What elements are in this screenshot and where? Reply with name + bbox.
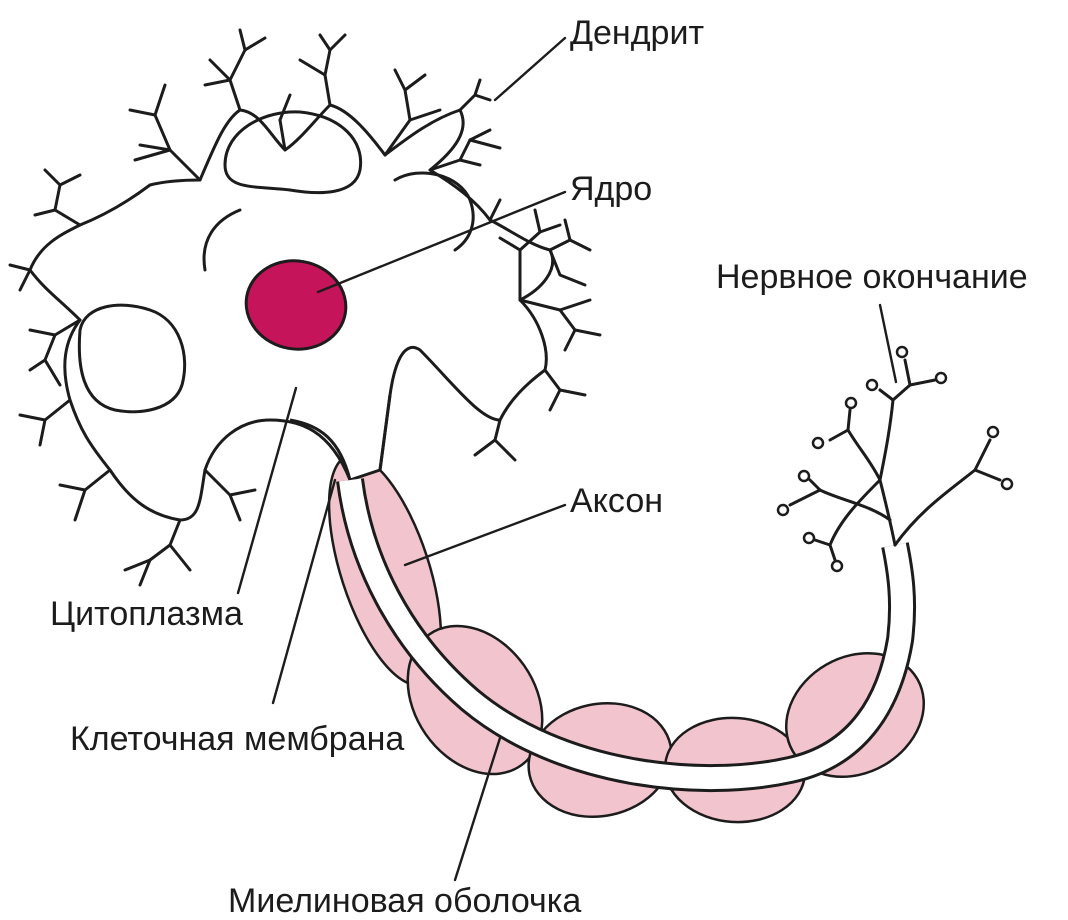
- label-cytoplasm: Цитоплазма: [50, 595, 243, 633]
- label-cell-membrane: Клеточная мембрана: [70, 720, 404, 758]
- label-nerve-ending: Нервное окончание: [716, 258, 1028, 296]
- terminal-bulb: [813, 438, 823, 448]
- label-axon: Аксон: [570, 482, 663, 520]
- terminal-bulb: [988, 427, 998, 437]
- label-myelin-sheath: Миелиновая оболочка: [228, 882, 581, 920]
- terminal-bulb: [799, 471, 809, 481]
- leader-nerve-ending: [880, 305, 896, 382]
- terminal-bulb: [778, 505, 788, 515]
- terminal-bulb: [867, 380, 877, 390]
- label-dendrite: Дендрит: [570, 14, 704, 52]
- terminal-bulb: [936, 373, 946, 383]
- label-nucleus: Ядро: [570, 170, 652, 208]
- terminal-bulb: [897, 347, 907, 357]
- leader-cell-membrane: [273, 480, 335, 703]
- leader-axon: [405, 505, 565, 565]
- terminal-bulb: [804, 533, 814, 543]
- terminal-bulb: [846, 398, 856, 408]
- leader-dendrite: [495, 38, 565, 100]
- terminal-bulb: [1002, 479, 1012, 489]
- terminal-bulb: [832, 561, 842, 571]
